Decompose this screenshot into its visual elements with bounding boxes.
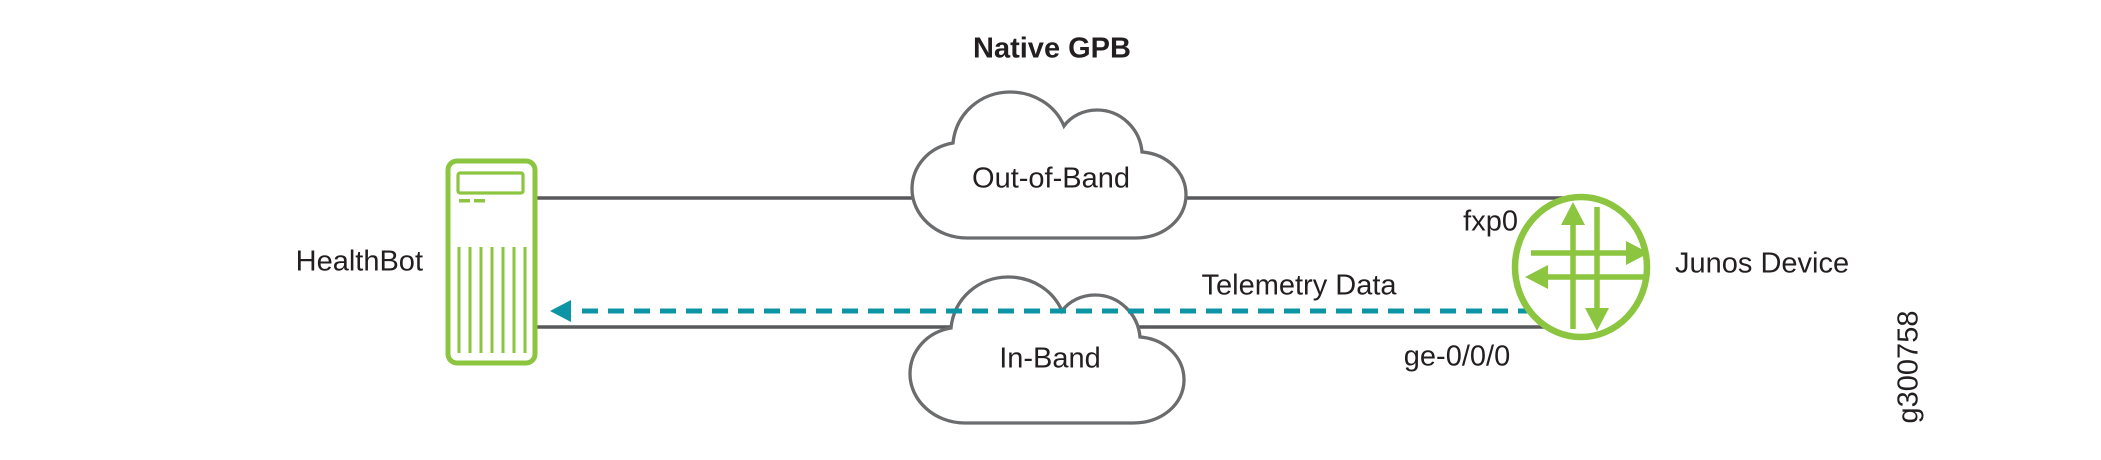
telemetry-data-label: Telemetry Data [1201, 269, 1397, 302]
router-down-arrowhead-icon [1585, 308, 1609, 331]
ge-0-0-0-interface-label: ge-0/0/0 [1403, 340, 1511, 373]
router-circle [1511, 193, 1651, 341]
server-led-dash-2 [474, 199, 485, 203]
telemetry-arrowhead-icon [550, 300, 571, 322]
server-led-dash-1 [459, 199, 470, 203]
router-left-arrowhead-icon [1525, 265, 1548, 289]
native-gpb-caption: Native GPB [973, 32, 1131, 65]
server-display-slot [456, 171, 525, 195]
in-band-label: In-Band [999, 342, 1101, 375]
healthbot-label: HealthBot [295, 245, 423, 278]
server-icon [445, 158, 538, 366]
router-up-arrowhead-icon [1561, 202, 1585, 225]
router-icon [1511, 193, 1651, 341]
junos-device-label: Junos Device [1675, 247, 1850, 280]
fxp0-interface-label: fxp0 [1463, 205, 1518, 238]
server-vent-lines [457, 247, 527, 353]
out-of-band-label: Out-of-Band [972, 162, 1130, 195]
router-right-arrowhead-icon [1626, 241, 1649, 265]
figure-id-label: g300758 [1892, 310, 1925, 424]
